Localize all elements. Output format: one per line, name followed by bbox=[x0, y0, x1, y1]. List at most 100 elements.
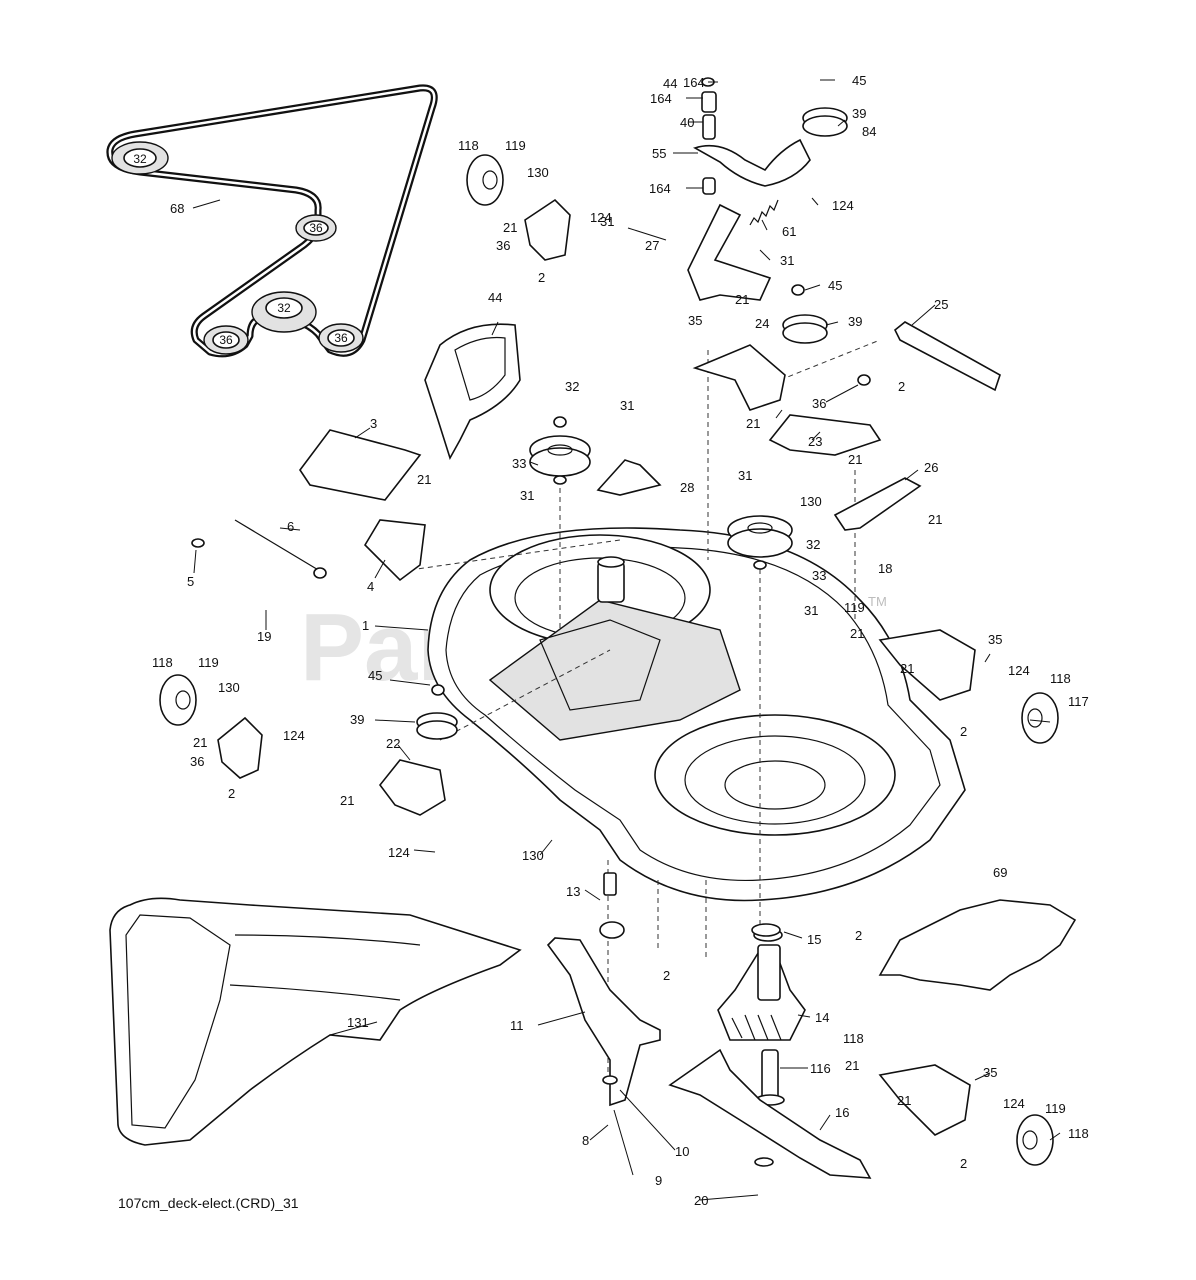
callout-label: 119 bbox=[844, 600, 865, 615]
callout-label: 10 bbox=[675, 1144, 689, 1159]
callout-label: 124 bbox=[1003, 1096, 1025, 1111]
callout-label: 31 bbox=[520, 488, 534, 503]
pulley-label: 36 bbox=[219, 333, 233, 347]
callout-label: 36 bbox=[496, 238, 510, 253]
callout-label: 5 bbox=[187, 574, 194, 589]
callout-label: 118 bbox=[843, 1031, 864, 1046]
callout-label: 4 bbox=[367, 579, 374, 594]
callout-label: 124 bbox=[283, 728, 305, 743]
callout-label: 18 bbox=[878, 561, 892, 576]
callout-label: 164 bbox=[649, 181, 671, 196]
pulley-label: 32 bbox=[277, 301, 291, 315]
gauge-wheel-parts bbox=[159, 154, 1059, 1166]
rod-part bbox=[234, 519, 326, 575]
callout-label: 118 bbox=[458, 138, 479, 153]
spring-part bbox=[749, 199, 779, 226]
callout-label: 27 bbox=[645, 238, 659, 253]
blade-part bbox=[546, 937, 661, 1107]
callout-label: 11 bbox=[510, 1018, 524, 1033]
plate-part bbox=[768, 414, 882, 456]
callout-label: 68 bbox=[170, 201, 184, 216]
pulley-label: 32 bbox=[133, 152, 147, 166]
bracket-part bbox=[378, 759, 446, 816]
callout-label: 21 bbox=[193, 735, 207, 750]
callout-label: 39 bbox=[852, 106, 866, 121]
callout-label: 124 bbox=[590, 210, 612, 225]
callout-label: 39 bbox=[848, 314, 862, 329]
callout-label: 35 bbox=[688, 313, 702, 328]
callout-label: 119 bbox=[505, 138, 526, 153]
callout-label: 26 bbox=[924, 460, 938, 475]
bracket-part bbox=[596, 459, 662, 496]
callout-label: 15 bbox=[807, 932, 821, 947]
callout-label: 31 bbox=[780, 253, 794, 268]
callout-label: 2 bbox=[960, 1156, 967, 1171]
callout-label: 164 bbox=[683, 75, 705, 90]
callout-labels: 164 44 164 40 55 164 45 39 84 124 61 27 … bbox=[152, 73, 1089, 1208]
callout-label: 36 bbox=[812, 396, 826, 411]
callout-label: 2 bbox=[663, 968, 670, 983]
callout-label: 2 bbox=[898, 379, 905, 394]
callout-label: 14 bbox=[815, 1010, 829, 1025]
callout-label: 130 bbox=[800, 494, 822, 509]
callout-label: 61 bbox=[782, 224, 796, 239]
callout-label: 21 bbox=[417, 472, 431, 487]
belt-guard-part bbox=[424, 323, 521, 461]
callout-label: 117 bbox=[1068, 694, 1089, 709]
callout-label: 119 bbox=[1045, 1101, 1066, 1116]
callout-label: 31 bbox=[804, 603, 818, 618]
callout-label: 31 bbox=[600, 214, 614, 229]
pulley-label: 36 bbox=[309, 221, 323, 235]
callout-label: 21 bbox=[928, 512, 942, 527]
callout-label: 21 bbox=[900, 661, 914, 676]
pulley-label: 36 bbox=[334, 331, 348, 345]
callout-label: 33 bbox=[812, 568, 826, 583]
bracket-part bbox=[687, 203, 772, 301]
callout-label: 124 bbox=[832, 198, 854, 213]
callout-label: 1 bbox=[362, 618, 369, 633]
callout-label: 84 bbox=[862, 124, 876, 139]
callout-label: 164 bbox=[650, 91, 672, 106]
mower-deck-housing bbox=[427, 527, 966, 902]
callout-label: 131 bbox=[347, 1015, 369, 1030]
callout-label: 118 bbox=[152, 655, 173, 670]
callout-label: 33 bbox=[512, 456, 526, 471]
callout-label: 23 bbox=[808, 434, 822, 449]
callout-label: 118 bbox=[1050, 671, 1071, 686]
callout-label: 3 bbox=[370, 416, 377, 431]
belt-routing-illustration: 32 36 32 36 36 bbox=[106, 84, 438, 358]
callout-label: 21 bbox=[340, 793, 354, 808]
arm-part bbox=[833, 477, 922, 531]
shield-part bbox=[299, 429, 422, 501]
callout-label: 8 bbox=[582, 1133, 589, 1148]
callout-label: 116 bbox=[810, 1061, 831, 1076]
callout-label: 2 bbox=[855, 928, 862, 943]
pulley-parts bbox=[416, 107, 848, 740]
callout-label: 124 bbox=[1008, 663, 1030, 678]
callout-label: 39 bbox=[350, 712, 364, 727]
bracket-part bbox=[363, 519, 426, 582]
idler-arm-part bbox=[693, 138, 811, 187]
callout-label: 21 bbox=[897, 1093, 911, 1108]
callout-label: 118 bbox=[1068, 1126, 1089, 1141]
watermark-trademark: TM bbox=[868, 594, 887, 609]
hardware-parts bbox=[431, 77, 871, 1167]
callout-label: 24 bbox=[755, 316, 769, 331]
callout-label: 45 bbox=[852, 73, 866, 88]
callout-label: 130 bbox=[527, 165, 549, 180]
callout-label: 45 bbox=[828, 278, 842, 293]
callout-label: 21 bbox=[735, 292, 749, 307]
shield-part bbox=[878, 899, 1077, 991]
callout-label: 2 bbox=[960, 724, 967, 739]
callout-label: 21 bbox=[850, 626, 864, 641]
callout-label: 36 bbox=[190, 754, 204, 769]
rod-part bbox=[893, 321, 1001, 392]
leader-lines bbox=[192, 79, 1061, 1201]
callout-label: 45 bbox=[368, 668, 382, 683]
callout-label: 28 bbox=[680, 480, 694, 495]
callout-label: 130 bbox=[522, 848, 544, 863]
callout-label: 130 bbox=[218, 680, 240, 695]
callout-label: 2 bbox=[228, 786, 235, 801]
callout-label: 21 bbox=[848, 452, 862, 467]
